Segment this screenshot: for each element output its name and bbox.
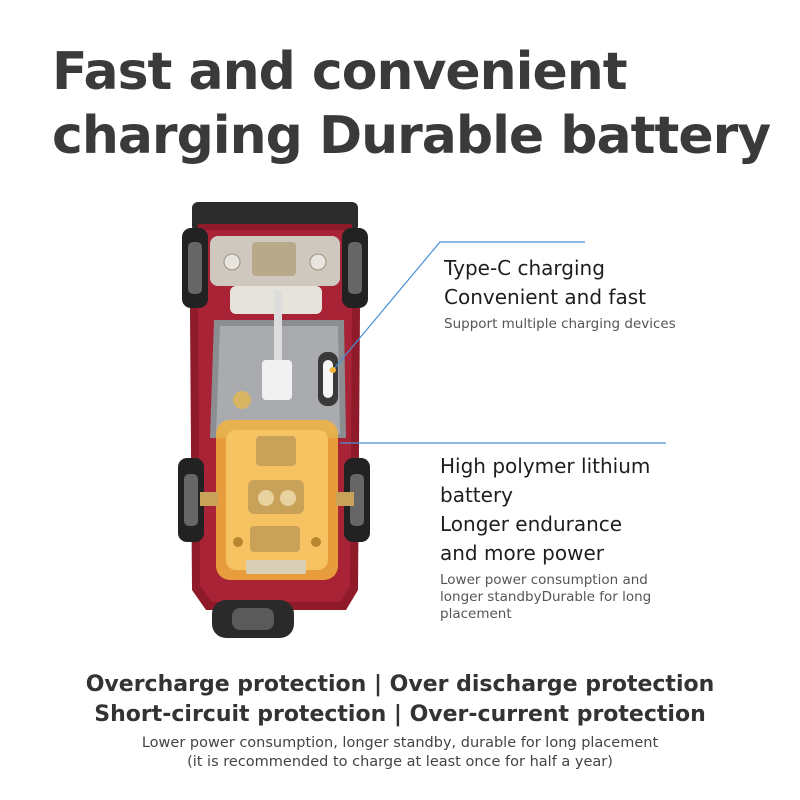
charging-note: Lower power consumption, longer standby,… (0, 734, 800, 772)
car-chassis-illustration (170, 190, 380, 650)
note-line-1: Lower power consumption, longer standby,… (141, 735, 659, 751)
charging-callout-line (332, 241, 585, 371)
battery-callout-line-2: battery (440, 483, 513, 507)
charging-callout: Type-C charging Convenient and fast Supp… (444, 254, 676, 333)
protection-line-1: Overcharge protection | Over discharge p… (85, 672, 715, 697)
battery-callout-line-1: High polymer lithium (440, 454, 651, 478)
protection-features: Overcharge protection | Over discharge p… (0, 670, 800, 730)
charging-callout-line-2: Convenient and fast (444, 285, 646, 309)
headline-line-1: Fast and convenient (52, 42, 628, 102)
headline: Fast and convenient charging Durable bat… (52, 40, 772, 168)
battery-callout-line-4: and more power (440, 541, 604, 565)
battery-callout-line-3: Longer endurance (440, 512, 623, 536)
protection-line-2: Short-circuit protection | Over-current … (94, 702, 706, 727)
headline-line-2: charging Durable battery (52, 106, 771, 166)
note-line-2: (it is recommended to charge at least on… (187, 754, 613, 770)
battery-callout: High polymer lithium battery Longer endu… (440, 452, 700, 623)
battery-callout-sub: Lower power consumption and longer stand… (440, 572, 652, 622)
charging-callout-sub: Support multiple charging devices (444, 316, 676, 332)
charging-callout-line-1: Type-C charging (444, 256, 605, 280)
